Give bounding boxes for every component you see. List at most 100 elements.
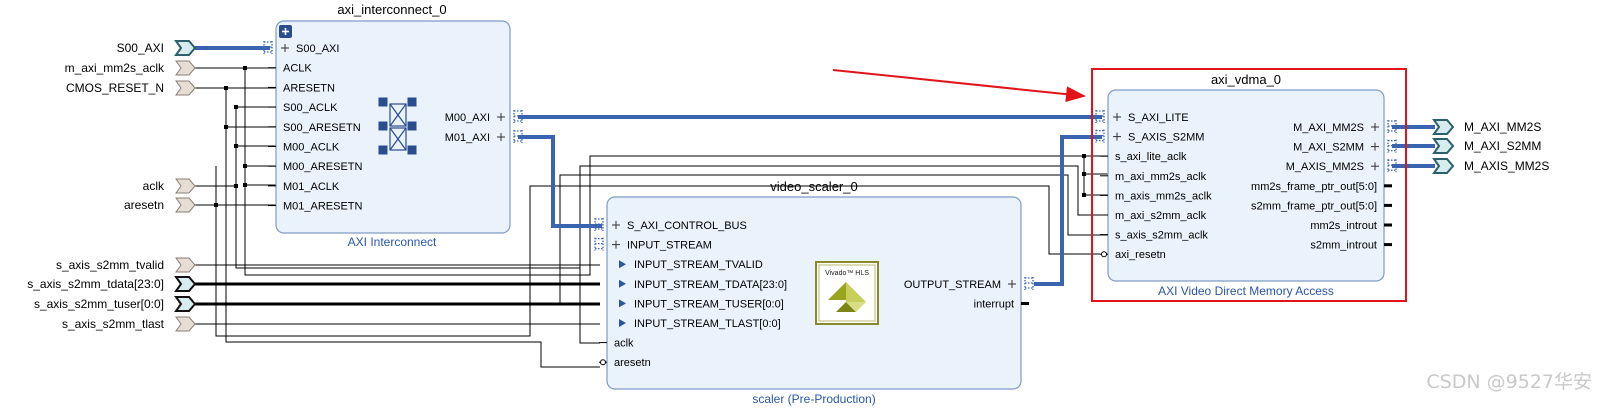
pin-input-stream[interactable]: INPUT_STREAM	[594, 237, 712, 252]
pin-s-axis-s2mm-aclk[interactable]: s_axis_s2mm_aclk	[1100, 230, 1208, 242]
input-port-aresetn[interactable]: aresetn	[124, 197, 196, 213]
output-port-label: M_AXI_MM2S	[1464, 120, 1541, 134]
output-port-m-axis-mm2s[interactable]: M_AXIS_MM2S	[1432, 158, 1549, 174]
output-ports: M_AXI_MM2S M_AXI_S2MM M_AXIS_MM2S	[1432, 119, 1549, 174]
input-port-cmos-reset-n[interactable]: CMOS_RESET_N	[66, 80, 196, 96]
axi-vdma-instance-name: axi_vdma_0	[1211, 72, 1281, 87]
input-port-s-axis-s2mm-tvalid[interactable]: s_axis_s2mm_tvalid	[56, 257, 196, 273]
data-buses	[195, 282, 600, 306]
pin-label: aresetn	[614, 357, 651, 369]
video-scaler-block[interactable]: video_scaler_0 S_AXI_CONTROL_BUS INPUT_ST…	[594, 179, 1034, 406]
pin-label: M_AXI_S2MM	[1293, 142, 1364, 154]
pin-aclk[interactable]: ACLK	[268, 63, 312, 75]
pin-input-stream-tuser-0-0[interactable]: INPUT_STREAM_TUSER[0:0]	[619, 298, 784, 310]
pin-m-axi-mm2s[interactable]: M_AXI_MM2S	[1293, 120, 1397, 134]
output-port-label: M_AXIS_MM2S	[1464, 159, 1549, 173]
pin-label: M01_ARESETN	[283, 201, 363, 213]
pin-input-stream-tvalid[interactable]: INPUT_STREAM_TVALID	[619, 259, 763, 271]
pin-label: M01_ACLK	[283, 181, 340, 193]
pin-aclk[interactable]: aclk	[599, 338, 634, 350]
pin-m-axi-s2mm-aclk[interactable]: m_axi_s2mm_aclk	[1100, 210, 1207, 222]
pin-s2mm-introut[interactable]: s2mm_introut	[1310, 240, 1392, 252]
pin-m-axis-mm2s[interactable]: M_AXIS_MM2S	[1286, 159, 1397, 173]
input-port-s00-axi[interactable]: S00_AXI	[117, 40, 197, 56]
pin-label: INPUT_STREAM_TDATA[23:0]	[634, 279, 787, 291]
pin-aresetn[interactable]: ARESETN	[268, 82, 335, 94]
pin-m00-axi[interactable]: M00_AXI	[445, 110, 523, 124]
output-port-m-axi-mm2s[interactable]: M_AXI_MM2S	[1432, 119, 1541, 135]
input-port-s-axis-s2mm-tuser-0-0[interactable]: s_axis_s2mm_tuser[0:0]	[34, 296, 197, 312]
video-scaler-left-pins: S_AXI_CONTROL_BUS INPUT_STREAM INPUT_STREA…	[594, 218, 787, 369]
pin-label: m_axi_mm2s_aclk	[1115, 171, 1207, 183]
pin-m-axi-s2mm[interactable]: M_AXI_S2MM	[1293, 139, 1397, 154]
input-port-label: aresetn	[124, 198, 164, 212]
pin-m-axis-mm2s-aclk[interactable]: m_axis_mm2s_aclk	[1100, 190, 1212, 202]
pin-label: M_AXI_MM2S	[1293, 122, 1364, 134]
pin-s-axi-lite[interactable]: S_AXI_LITE	[1095, 110, 1189, 124]
pin-m01-aresetn[interactable]: M01_ARESETN	[268, 201, 363, 213]
video-scaler-label: scaler (Pre-Production)	[752, 392, 875, 406]
pin-label: M00_ARESETN	[283, 161, 363, 173]
input-port-s-axis-s2mm-tlast[interactable]: s_axis_s2mm_tlast	[62, 316, 196, 332]
pin-m01-aclk[interactable]: M01_ACLK	[268, 181, 340, 193]
input-port-label: CMOS_RESET_N	[66, 81, 164, 95]
pin-label: ARESETN	[283, 82, 335, 94]
expand-icon[interactable]	[279, 25, 292, 38]
crossbar-icon	[378, 97, 417, 155]
pin-interrupt[interactable]: interrupt	[974, 299, 1029, 311]
pin-label: s_axis_s2mm_aclk	[1115, 230, 1208, 242]
input-port-aclk[interactable]: aclk	[143, 178, 196, 194]
pin-label: m_axi_s2mm_aclk	[1115, 210, 1207, 222]
pin-label: ACLK	[283, 63, 312, 75]
pin-output-stream[interactable]: OUTPUT_STREAM	[904, 277, 1034, 291]
axi-vdma-label: AXI Video Direct Memory Access	[1158, 284, 1334, 298]
input-port-label: aclk	[143, 179, 165, 193]
pin-label: axi_resetn	[1115, 249, 1166, 261]
video-scaler-instance-name: video_scaler_0	[770, 179, 857, 194]
pin-s00-aclk[interactable]: S00_ACLK	[268, 102, 338, 114]
pin-label: INPUT_STREAM_TLAST[0:0]	[634, 318, 781, 330]
input-port-label: S00_AXI	[117, 41, 164, 55]
pin-axi-resetn[interactable]: axi_resetn	[1100, 249, 1166, 261]
pin-label: s_axi_lite_aclk	[1115, 151, 1187, 163]
axi-vdma-left-pins: S_AXI_LITE S_AXIS_S2MM s_axi_lite_aclk m_ax…	[1095, 110, 1212, 261]
pin-label: mm2s_introut	[1310, 220, 1377, 232]
pin-s2mm-frame-ptr-out-5-0[interactable]: s2mm_frame_ptr_out[5:0]	[1251, 200, 1392, 212]
output-port-m-axi-s2mm[interactable]: M_AXI_S2MM	[1432, 138, 1541, 154]
pin-m01-axi[interactable]: M01_AXI	[445, 130, 523, 144]
pin-m00-aresetn[interactable]: M00_ARESETN	[268, 161, 363, 173]
buses	[195, 46, 1435, 286]
pin-label: M01_AXI	[445, 132, 490, 144]
pin-label: INPUT_STREAM	[627, 240, 712, 252]
pin-s-axi-lite-aclk[interactable]: s_axi_lite_aclk	[1100, 151, 1187, 163]
vivado-hls-logo: Vivado™ HLS	[815, 261, 879, 325]
pin-label: S_AXI_LITE	[1128, 112, 1189, 124]
axi-vdma-right-pins: M_AXI_MM2S M_AXI_S2MM M_AXIS_MM2S mm2s_fram…	[1251, 120, 1397, 252]
pin-mm2s-frame-ptr-out-5-0[interactable]: mm2s_frame_ptr_out[5:0]	[1251, 181, 1392, 193]
pin-s00-axi[interactable]: S00_AXI	[263, 41, 339, 55]
input-port-label: s_axis_s2mm_tdata[23:0]	[27, 277, 164, 291]
axi-interconnect-instance-name: axi_interconnect_0	[337, 2, 446, 17]
pin-mm2s-introut[interactable]: mm2s_introut	[1310, 220, 1392, 232]
highlight-box	[1091, 68, 1407, 302]
input-port-s-axis-s2mm-tdata-23-0[interactable]: s_axis_s2mm_tdata[23:0]	[27, 276, 197, 292]
input-port-m-axi-mm2s-aclk[interactable]: m_axi_mm2s_aclk	[65, 60, 196, 76]
pin-label: INPUT_STREAM_TUSER[0:0]	[634, 298, 784, 310]
pin-s-axis-s2mm[interactable]: S_AXIS_S2MM	[1095, 129, 1204, 144]
pin-label: INPUT_STREAM_TVALID	[634, 259, 763, 271]
pin-aresetn[interactable]: aresetn	[599, 357, 651, 369]
pin-s00-aresetn[interactable]: S00_ARESETN	[268, 122, 361, 134]
pin-input-stream-tdata-23-0[interactable]: INPUT_STREAM_TDATA[23:0]	[619, 279, 787, 291]
watermark: CSDN @9527华安	[1426, 371, 1592, 393]
axi-interconnect-left-pins: S00_AXI ACLK ARESETN S00_ACLK S00_ARESETN M00…	[263, 41, 363, 213]
pin-label: interrupt	[974, 299, 1014, 311]
axi-interconnect-block[interactable]: axi_interconnect_0 S00_AXIACLKARESETNS00…	[263, 2, 523, 249]
pin-m-axi-mm2s-aclk[interactable]: m_axi_mm2s_aclk	[1100, 171, 1207, 183]
axi-interconnect-right-pins: M00_AXI M01_AXI	[445, 110, 523, 144]
pin-input-stream-tlast-0-0[interactable]: INPUT_STREAM_TLAST[0:0]	[619, 318, 781, 330]
pin-m00-aclk[interactable]: M00_ACLK	[268, 142, 340, 154]
pin-label: S00_AXI	[296, 43, 339, 55]
axi-vdma-block[interactable]: axi_vdma_0 S_AXI_LITE S_AXIS_S2MM s_axi_li…	[1091, 68, 1407, 302]
pin-s-axi-control-bus[interactable]: S_AXI_CONTROL_BUS	[594, 218, 747, 232]
